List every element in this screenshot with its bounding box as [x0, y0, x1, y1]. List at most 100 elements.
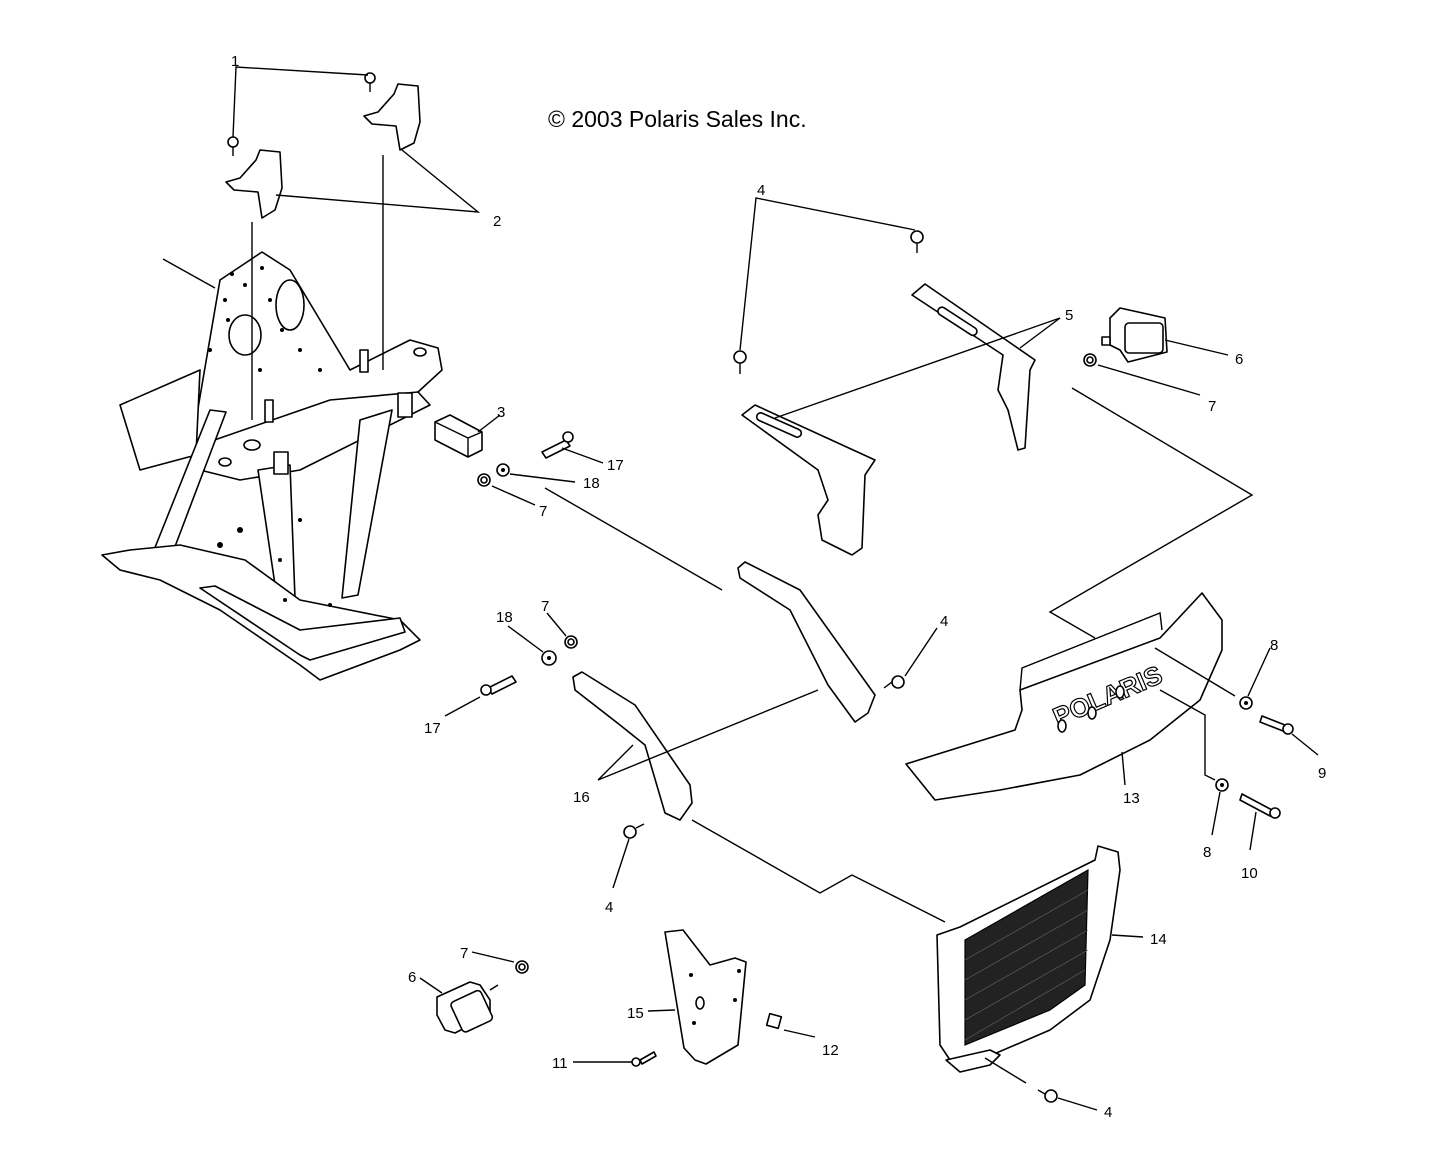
callout-15: 15: [627, 1005, 644, 1022]
callout-10-leader: [1249, 811, 1257, 851]
nut-7-upper-right: [1083, 353, 1097, 367]
screw-14: [631, 1051, 657, 1067]
radiator-screen-12: [936, 845, 1121, 1073]
callout-7d: 7: [460, 945, 468, 962]
callout-4d: 4: [1104, 1104, 1112, 1121]
bolt-17-upper: [541, 431, 574, 459]
screw-4-top-left: [733, 350, 747, 374]
headlight-bracket-5-upper: [911, 283, 1036, 451]
callout-3-leader: [477, 414, 501, 433]
nut-7-upper: [477, 473, 491, 487]
headlight-6-lower: [436, 981, 499, 1034]
callout-7a: 7: [539, 503, 547, 520]
bolt-9: [1259, 715, 1294, 735]
alignment-line-tube: [544, 487, 723, 591]
screw-4-top-right: [910, 230, 924, 253]
callout-12-leader: [1111, 934, 1144, 938]
clip-nut-13: [765, 1012, 783, 1030]
callout-7a-leader: [491, 485, 536, 506]
callout-12: 14: [1150, 931, 1167, 948]
nut-7-lower: [564, 635, 578, 649]
callout-7b: 7: [1208, 398, 1216, 415]
callout-6a: 6: [1235, 351, 1243, 368]
alignment-line-grille: [1048, 387, 1254, 639]
callout-1-leader: [232, 66, 369, 138]
rivet-1-right: [364, 72, 376, 92]
callout-9-leader: [1291, 733, 1319, 756]
callout-18b: 18: [496, 609, 513, 626]
callout-17a: 17: [607, 457, 624, 474]
callout-18b-leader: [507, 625, 544, 653]
screw-4-lower: [623, 823, 645, 839]
callout-7d-leader: [471, 951, 515, 963]
callout-7c-leader: [546, 612, 567, 637]
callout-4d-leader: [1057, 1097, 1098, 1111]
support-tube-16-lower: [572, 671, 693, 821]
rivet-1-left: [227, 136, 239, 156]
radiator-mesh: [964, 889, 1089, 1041]
callout-3: 3: [497, 404, 505, 421]
bracket-2-left: [225, 149, 283, 219]
callout-2-leader: [275, 149, 481, 213]
washer-18-upper: [496, 463, 510, 477]
alignment-line-radiator: [691, 819, 946, 923]
callout-13-leader: [783, 1029, 816, 1038]
callout-7b-leader: [1097, 364, 1201, 396]
callout-6b: 6: [408, 969, 416, 986]
callout-15-leader: [647, 1009, 676, 1012]
callout-4a: 4: [757, 182, 765, 199]
frame-holes: [208, 266, 332, 607]
headlight-bracket-5-lower: [741, 404, 876, 556]
front-grille-11: POLARIS: [905, 592, 1223, 801]
callout-18a: 18: [583, 475, 600, 492]
callout-2: 2: [493, 213, 501, 230]
callout-4a-leader: [739, 197, 916, 351]
callout-17a-leader: [561, 447, 604, 464]
bracket-2-right: [363, 83, 421, 151]
callout-8b: 8: [1203, 844, 1211, 861]
callout-14: 11: [552, 1055, 568, 1072]
screw-4-middle: [883, 675, 905, 689]
headlight-6-upper: [1101, 307, 1168, 363]
callout-16: 16: [573, 789, 590, 806]
callout-9: 9: [1318, 765, 1326, 782]
alignment-line-washer: [1154, 647, 1236, 697]
callout-8a: 8: [1270, 637, 1278, 654]
alignment-line-washer-lower: [1159, 689, 1216, 781]
callout-1: 1: [231, 53, 239, 70]
callout-4b-leader: [904, 627, 938, 677]
copyright-title: © 2003 Polaris Sales Inc.: [548, 106, 807, 132]
callout-17b-leader: [444, 696, 481, 717]
bolt-17-lower: [480, 675, 517, 696]
callout-5: 5: [1065, 307, 1073, 324]
callout-17b: 17: [424, 720, 441, 737]
nut-7-bottom: [515, 960, 529, 974]
bracket-15: [664, 929, 747, 1065]
callout-5-leader: [774, 317, 1061, 419]
washer-8-upper: [1239, 696, 1253, 710]
callout-11: 13: [1123, 790, 1140, 807]
callout-13: 12: [822, 1042, 839, 1059]
support-tube-16-upper: [737, 561, 876, 723]
bolt-10: [1239, 793, 1281, 819]
callout-7c: 7: [541, 598, 549, 615]
callout-18a-leader: [509, 473, 576, 483]
washer-18-lower: [541, 650, 557, 666]
callout-8a-leader: [1247, 647, 1271, 697]
callout-4b: 4: [940, 613, 948, 630]
frame-leader-line: [162, 258, 216, 289]
callout-16-leader: [597, 689, 819, 781]
callout-4c: 4: [605, 899, 613, 916]
callout-8b-leader: [1211, 791, 1221, 836]
callout-11-leader: [1121, 751, 1126, 786]
callout-6b-leader: [419, 977, 443, 994]
callout-10: 10: [1241, 865, 1258, 882]
rubber-block-3: [434, 414, 483, 458]
frame-assembly: [101, 251, 443, 681]
callout-6a-leader: [1164, 339, 1229, 356]
screw-4-bottom: [1037, 1089, 1058, 1103]
alignment-line-screw: [984, 1057, 1027, 1084]
washer-8-lower: [1215, 778, 1229, 792]
callout-4c-leader: [612, 838, 630, 889]
